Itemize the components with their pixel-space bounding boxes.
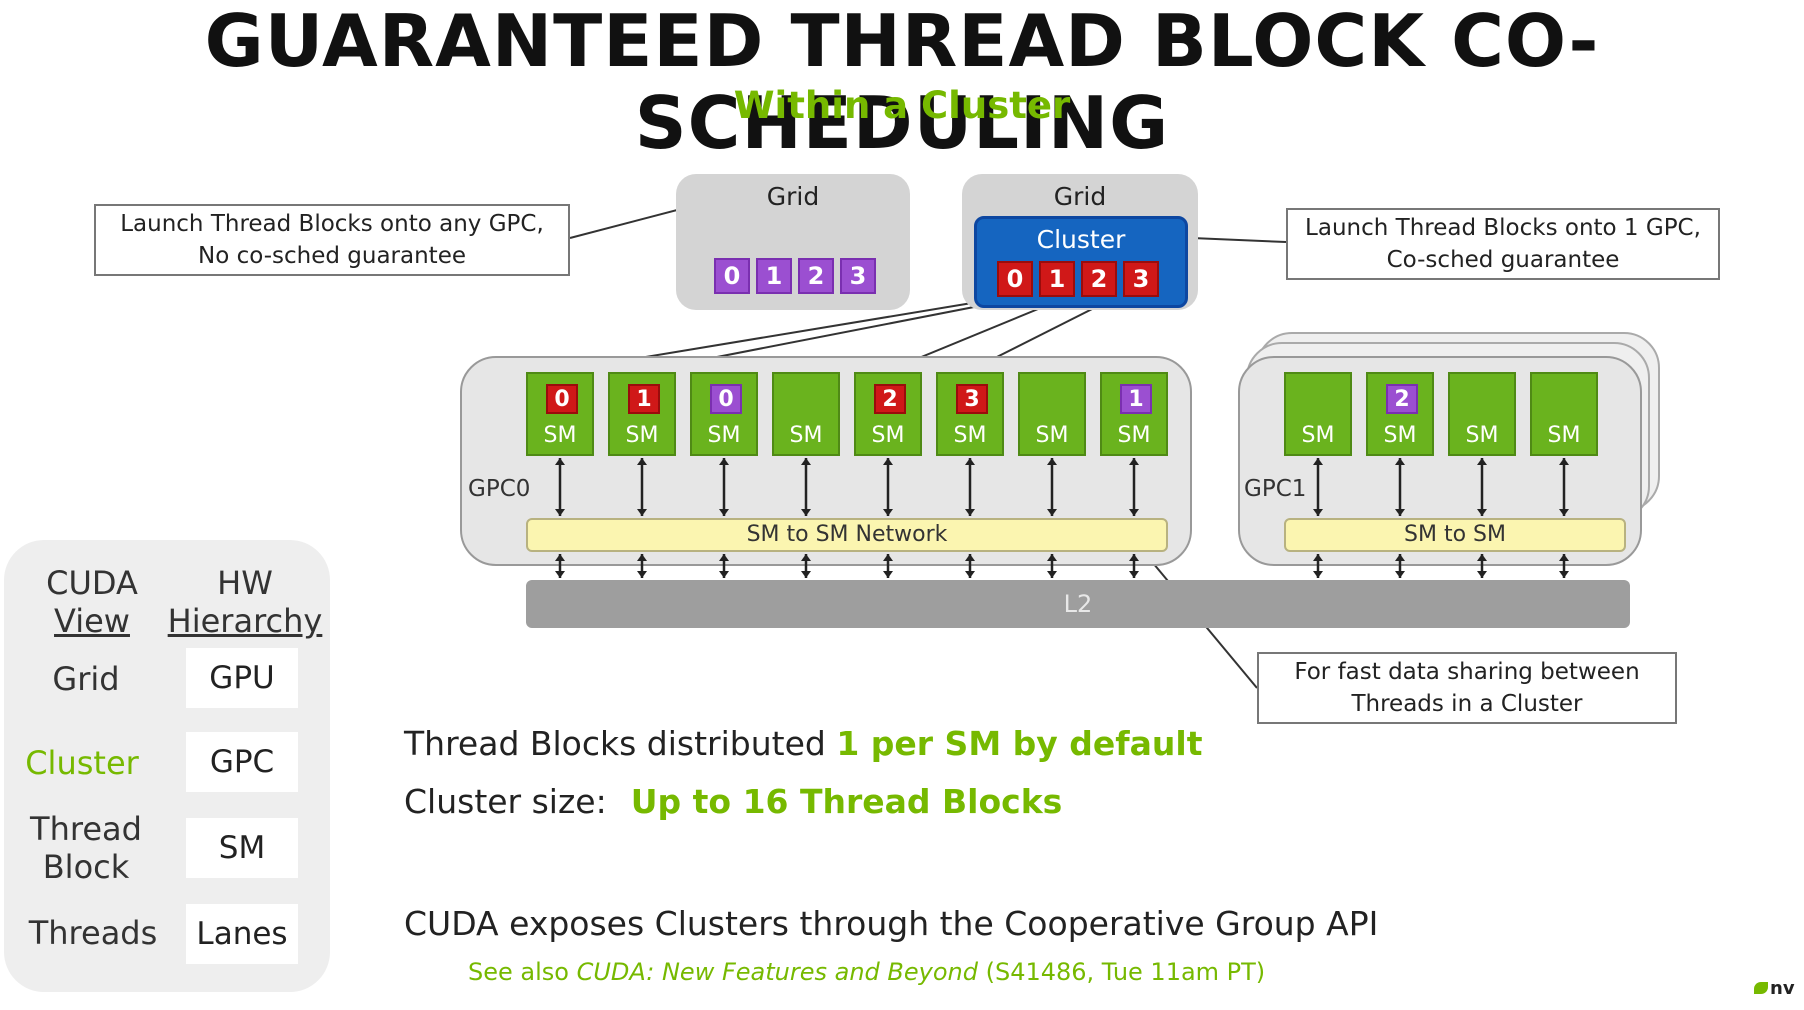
gpc0-sm-1-label: SM [625, 423, 659, 448]
text-line-distribution-highlight: 1 per SM by default [836, 724, 1203, 763]
grid-right-label: Grid [1053, 182, 1107, 211]
nvidia-logo-text: nv [1770, 978, 1795, 999]
cluster-label: Cluster [1036, 225, 1126, 254]
cluster-box: Cluster 0 1 2 3 [974, 216, 1188, 308]
nvidia-eye-icon [1754, 982, 1768, 994]
gpc0-sm-0-label: SM [543, 423, 577, 448]
cluster-block-2: 2 [1081, 261, 1117, 297]
grid-left-block-2: 2 [798, 258, 834, 294]
text-reference: See also CUDA: New Features and Beyond (… [468, 958, 1266, 986]
callout-right-line1: Launch Thread Blocks onto 1 GPC, [1305, 215, 1701, 241]
callout-bottom-line2: Threads in a Cluster [1351, 691, 1583, 717]
gpc0-sm-7-block: 1 [1120, 384, 1152, 414]
text-line-cluster-size-highlight: Up to 16 Thread Blocks [630, 782, 1063, 821]
page-title: GUARANTEED THREAD BLOCK CO-SCHEDULING [204, 0, 1600, 165]
cluster-block-0: 0 [997, 261, 1033, 297]
text-line-distribution: Thread Blocks distributed 1 per SM by de… [404, 724, 1203, 763]
gpc1-label: GPC1 [1244, 476, 1307, 502]
gpc1-sm-2-label: SM [1465, 423, 1499, 448]
gpc0-sm-7-label: SM [1117, 423, 1151, 448]
l2-cache: L2 [526, 580, 1630, 628]
gpc0-sm-4-label: SM [871, 423, 905, 448]
gpc1-sm-0: SM [1284, 372, 1352, 456]
gpc0-sm-5-label: SM [953, 423, 987, 448]
text-line-cooperative-groups: CUDA exposes Clusters through the Cooper… [404, 904, 1379, 943]
gpc0-sm-1-block: 1 [628, 384, 660, 414]
gpc1-sm-0-label: SM [1301, 423, 1335, 448]
gpc0-sm-2-block: 0 [710, 384, 742, 414]
legend-row-threads-hw: Lanes [186, 904, 298, 964]
legend-row-grid-hw: GPU [186, 648, 298, 708]
gpc0-sm-6-label: SM [1035, 423, 1069, 448]
gpc0-label: GPC0 [468, 476, 531, 502]
legend-header-hw: HW Hierarchy [167, 564, 323, 640]
gpc0-sm-6: SM [1018, 372, 1086, 456]
page-subtitle: Within a Cluster [733, 84, 1071, 127]
cluster-block-3: 3 [1123, 261, 1159, 297]
legend-row-threadblock-hw: SM [186, 818, 298, 878]
gpc1-sm-3-label: SM [1547, 423, 1581, 448]
gpc1-sm-1-label: SM [1383, 423, 1417, 448]
text-line-cluster-size: Cluster size:Up to 16 Thread Blocks [404, 782, 1063, 821]
legend-row-cluster-hw: GPC [186, 732, 298, 792]
gpc1-sm-3: SM [1530, 372, 1598, 456]
callout-bottom-line1: For fast data sharing between [1294, 659, 1640, 685]
cluster-block-1: 1 [1039, 261, 1075, 297]
grid-right-box: Grid Cluster 0 1 2 3 [962, 174, 1198, 310]
grid-left-block-1: 1 [756, 258, 792, 294]
callout-bottom: For fast data sharing between Threads in… [1257, 652, 1677, 724]
gpc1-sm-2: SM [1448, 372, 1516, 456]
gpc0-sm-4-block: 2 [874, 384, 906, 414]
legend-row-threads-cuda: Threads [28, 914, 158, 952]
gpc0-sm-2-label: SM [707, 423, 741, 448]
gpc0-sm-3-label: SM [789, 423, 823, 448]
nvidia-logo: nv [1754, 978, 1802, 1002]
gpc1-sm-1-block: 2 [1386, 384, 1418, 414]
grid-left-block-3: 3 [840, 258, 876, 294]
grid-left-block-0: 0 [714, 258, 750, 294]
callout-right-line2: Co-sched guarantee [1386, 247, 1620, 273]
legend-row-cluster-cuda: Cluster [25, 744, 139, 782]
callout-right: Launch Thread Blocks onto 1 GPC, Co-sche… [1286, 208, 1720, 280]
grid-left-label: Grid [766, 182, 820, 211]
legend-header-cuda: CUDA View [46, 564, 138, 640]
gpc0-sm-3: SM [772, 372, 840, 456]
legend-row-grid-cuda: Grid [52, 660, 120, 698]
grid-left-box: Grid 0 1 2 3 [676, 174, 910, 310]
gpc0-sm-5-block: 3 [956, 384, 988, 414]
gpc1-network: SM to SM [1284, 518, 1626, 552]
gpc0-network: SM to SM Network [526, 518, 1168, 552]
legend-panel: CUDA View HW Hierarchy Grid GPU Cluster … [4, 540, 330, 992]
callout-left-line2: No co-sched guarantee [197, 243, 466, 269]
gpc0-sm-0-block: 0 [546, 384, 578, 414]
callout-left-line1: Launch Thread Blocks onto any GPC, [120, 211, 544, 237]
legend-row-threadblock-cuda: Thread Block [30, 810, 142, 886]
callout-left: Launch Thread Blocks onto any GPC, No co… [94, 204, 570, 276]
